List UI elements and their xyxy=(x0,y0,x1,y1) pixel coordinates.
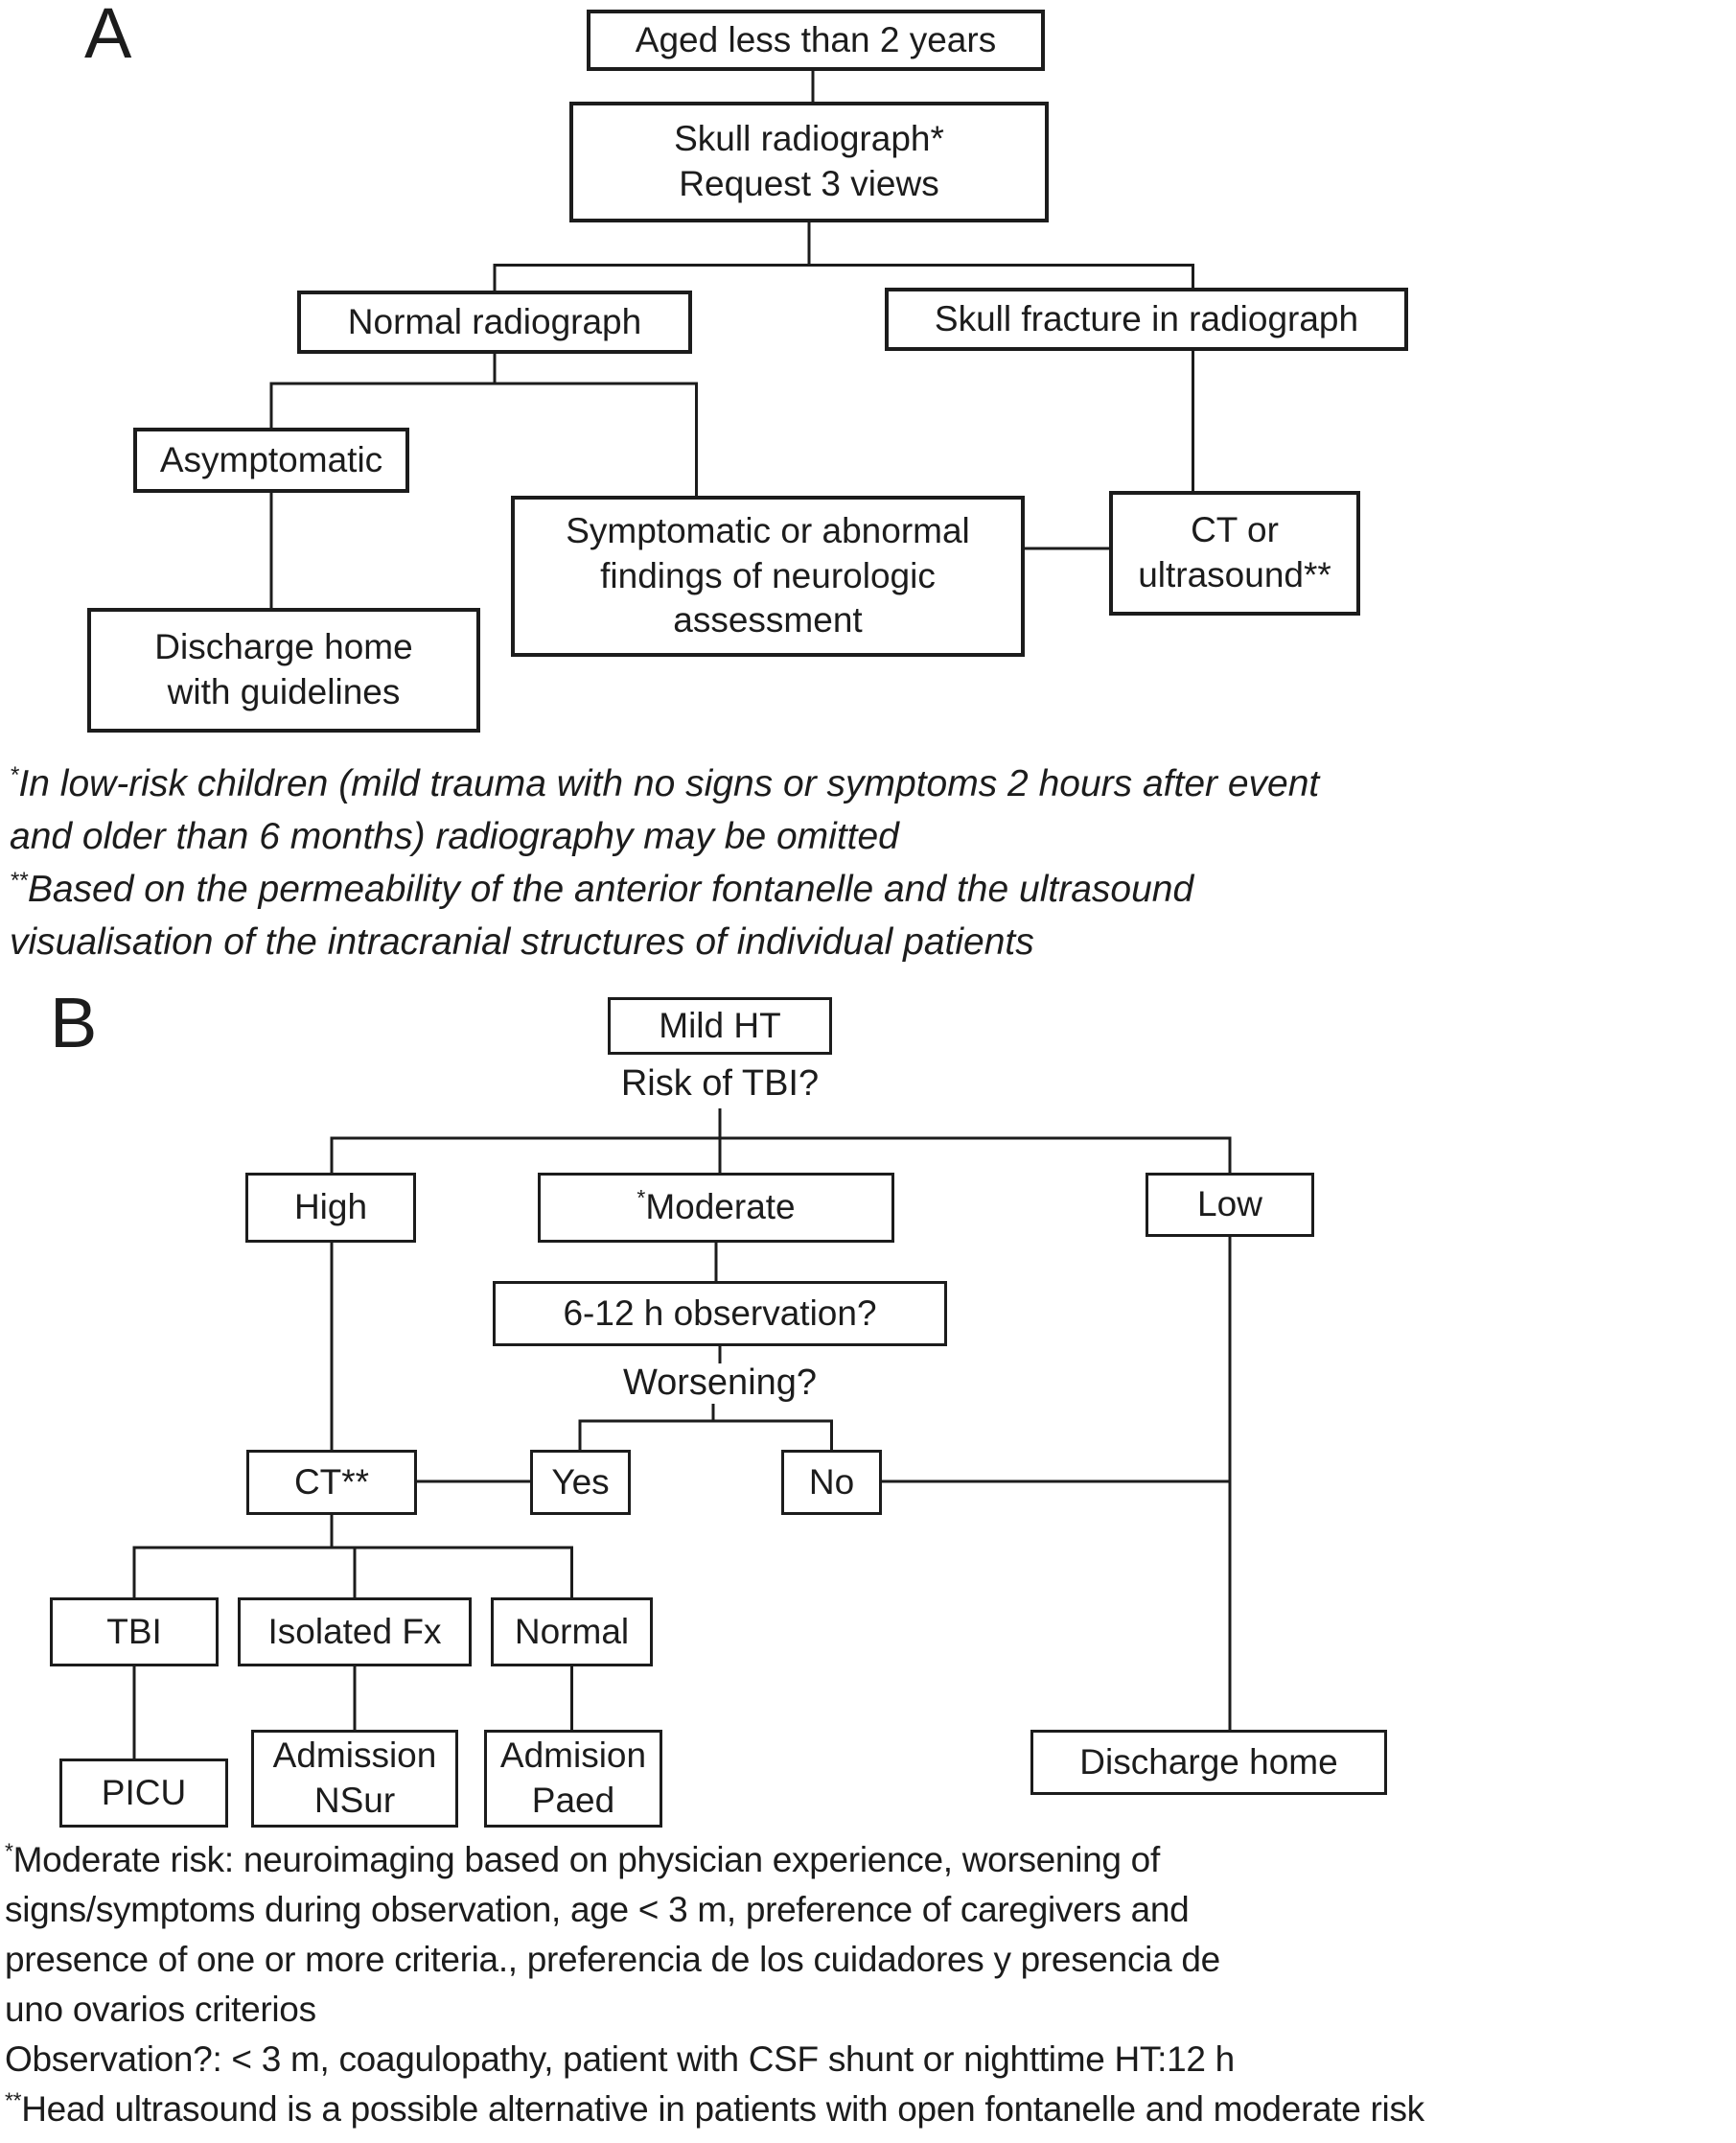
node-text: Yes xyxy=(551,1461,610,1502)
node-text: Skull fracture in radiograph xyxy=(934,298,1359,338)
node-text: CT or xyxy=(1191,510,1279,550)
node-text: *Moderate xyxy=(637,1185,796,1227)
node-text: Skull radiograph* xyxy=(674,119,944,159)
node-yes: Yes xyxy=(530,1450,631,1515)
footnote-line: **Head ultrasound is a possible alternat… xyxy=(5,2085,1730,2134)
footnote-text: visualisation of the intracranial struct… xyxy=(10,921,1034,963)
label-risk-of-tbi: Risk of TBI? xyxy=(620,1062,820,1104)
panel-a-footnotes: *In low-risk children (mild trauma with … xyxy=(10,757,1697,968)
footnote-marker: ** xyxy=(5,2087,22,2113)
node-text: Request 3 views xyxy=(679,164,939,203)
node-text: PICU xyxy=(101,1772,187,1812)
node-text: Symptomatic or abnormal xyxy=(566,511,970,551)
node-text: TBI xyxy=(106,1611,162,1651)
node-text: Discharge home xyxy=(154,627,413,667)
node-text: Low xyxy=(1197,1184,1262,1224)
node-skull-fracture: Skull fracture in radiograph xyxy=(885,288,1408,351)
footnote-line: Observation?: < 3 m, coagulopathy, patie… xyxy=(5,2035,1730,2085)
node-text: Admision xyxy=(499,1735,647,1776)
node-low-risk: Low xyxy=(1146,1173,1314,1237)
footnote-line: *Moderate risk: neuroimaging based on ph… xyxy=(5,1835,1730,1885)
panel-b-footnotes: *Moderate risk: neuroimaging based on ph… xyxy=(5,1835,1730,2134)
node-no: No xyxy=(781,1450,882,1515)
node-text: Admission xyxy=(272,1735,437,1776)
node-text: with guidelines xyxy=(167,672,401,711)
node-normal-finding: Normal xyxy=(491,1597,653,1666)
node-text: No xyxy=(808,1461,855,1502)
node-admision-paed: Admision Paed xyxy=(484,1730,662,1828)
panel-b-label: B xyxy=(50,983,98,1062)
node-text: 6-12 h observation? xyxy=(563,1293,877,1333)
node-mild-ht: Mild HT xyxy=(608,997,832,1055)
node-admission-nsur: Admission NSur xyxy=(251,1730,458,1828)
node-text: Discharge home xyxy=(1079,1741,1338,1782)
node-high-risk: High xyxy=(245,1173,416,1243)
node-text: ultrasound** xyxy=(1138,555,1331,594)
node-text: Paed xyxy=(531,1781,615,1820)
footnote-marker: * xyxy=(5,1838,13,1864)
label-worsening: Worsening? xyxy=(622,1362,818,1403)
node-discharge-with-guidelines: Discharge home with guidelines xyxy=(87,608,480,733)
node-text: assessment xyxy=(673,600,863,641)
footnote-line: visualisation of the intracranial struct… xyxy=(10,916,1697,968)
node-moderate-risk: *Moderate xyxy=(538,1173,894,1243)
node-tbi: TBI xyxy=(50,1597,219,1666)
node-text: Isolated Fx xyxy=(267,1611,442,1651)
node-ct: CT** xyxy=(246,1450,417,1515)
node-text: Normal xyxy=(514,1611,630,1651)
footnote-text: presence of one or more criteria., prefe… xyxy=(5,1940,1220,1979)
footnote-marker: * xyxy=(10,762,19,788)
footnote-text: uno ovarios criterios xyxy=(5,1990,316,2029)
footnote-text: Head ultrasound is a possible alternativ… xyxy=(21,2089,1424,2129)
node-skull-radiograph: Skull radiograph* Request 3 views xyxy=(569,102,1049,222)
node-normal-radiograph: Normal radiograph xyxy=(297,291,692,354)
footnote-text: Based on the permeability of the anterio… xyxy=(27,869,1194,910)
node-text: Aged less than 2 years xyxy=(635,19,997,59)
node-discharge-home: Discharge home xyxy=(1030,1730,1387,1795)
node-picu: PICU xyxy=(59,1759,228,1828)
node-isolated-fx: Isolated Fx xyxy=(238,1597,472,1666)
node-observation: 6-12 h observation? xyxy=(493,1281,947,1346)
panel-a-label: A xyxy=(84,0,132,73)
footnote-marker: * xyxy=(637,1185,646,1211)
node-text: Asymptomatic xyxy=(159,439,383,479)
node-text: Mild HT xyxy=(659,1005,781,1045)
footnote-line: uno ovarios criterios xyxy=(5,1985,1730,2035)
node-text: Normal radiograph xyxy=(347,301,642,341)
footnote-line: and older than 6 months) radiography may… xyxy=(10,810,1697,863)
node-text: NSur xyxy=(313,1781,396,1820)
node-text: findings of neurologic xyxy=(600,555,936,595)
footnote-text: In low-risk children (mild trauma with n… xyxy=(18,763,1320,804)
node-text: CT** xyxy=(293,1461,370,1502)
footnote-marker: ** xyxy=(10,868,28,894)
footnote-line: signs/symptoms during observation, age <… xyxy=(5,1885,1730,1935)
footnote-line: presence of one or more criteria., prefe… xyxy=(5,1935,1730,1985)
footnote-line: **Based on the permeability of the anter… xyxy=(10,863,1697,916)
footnote-text: signs/symptoms during observation, age <… xyxy=(5,1890,1190,1929)
node-ct-or-ultrasound: CT or ultrasound** xyxy=(1109,491,1360,616)
node-text: High xyxy=(293,1187,368,1227)
footnote-line: *In low-risk children (mild trauma with … xyxy=(10,757,1697,810)
footnote-text: Moderate risk: neuroimaging based on phy… xyxy=(12,1840,1161,1879)
node-symptomatic: Symptomatic or abnormal findings of neur… xyxy=(511,496,1025,657)
node-asymptomatic: Asymptomatic xyxy=(133,428,409,493)
footnote-text: Observation?: < 3 m, coagulopathy, patie… xyxy=(5,2039,1235,2079)
footnote-text: and older than 6 months) radiography may… xyxy=(10,816,899,857)
node-aged-less-than-2-years: Aged less than 2 years xyxy=(587,10,1045,71)
